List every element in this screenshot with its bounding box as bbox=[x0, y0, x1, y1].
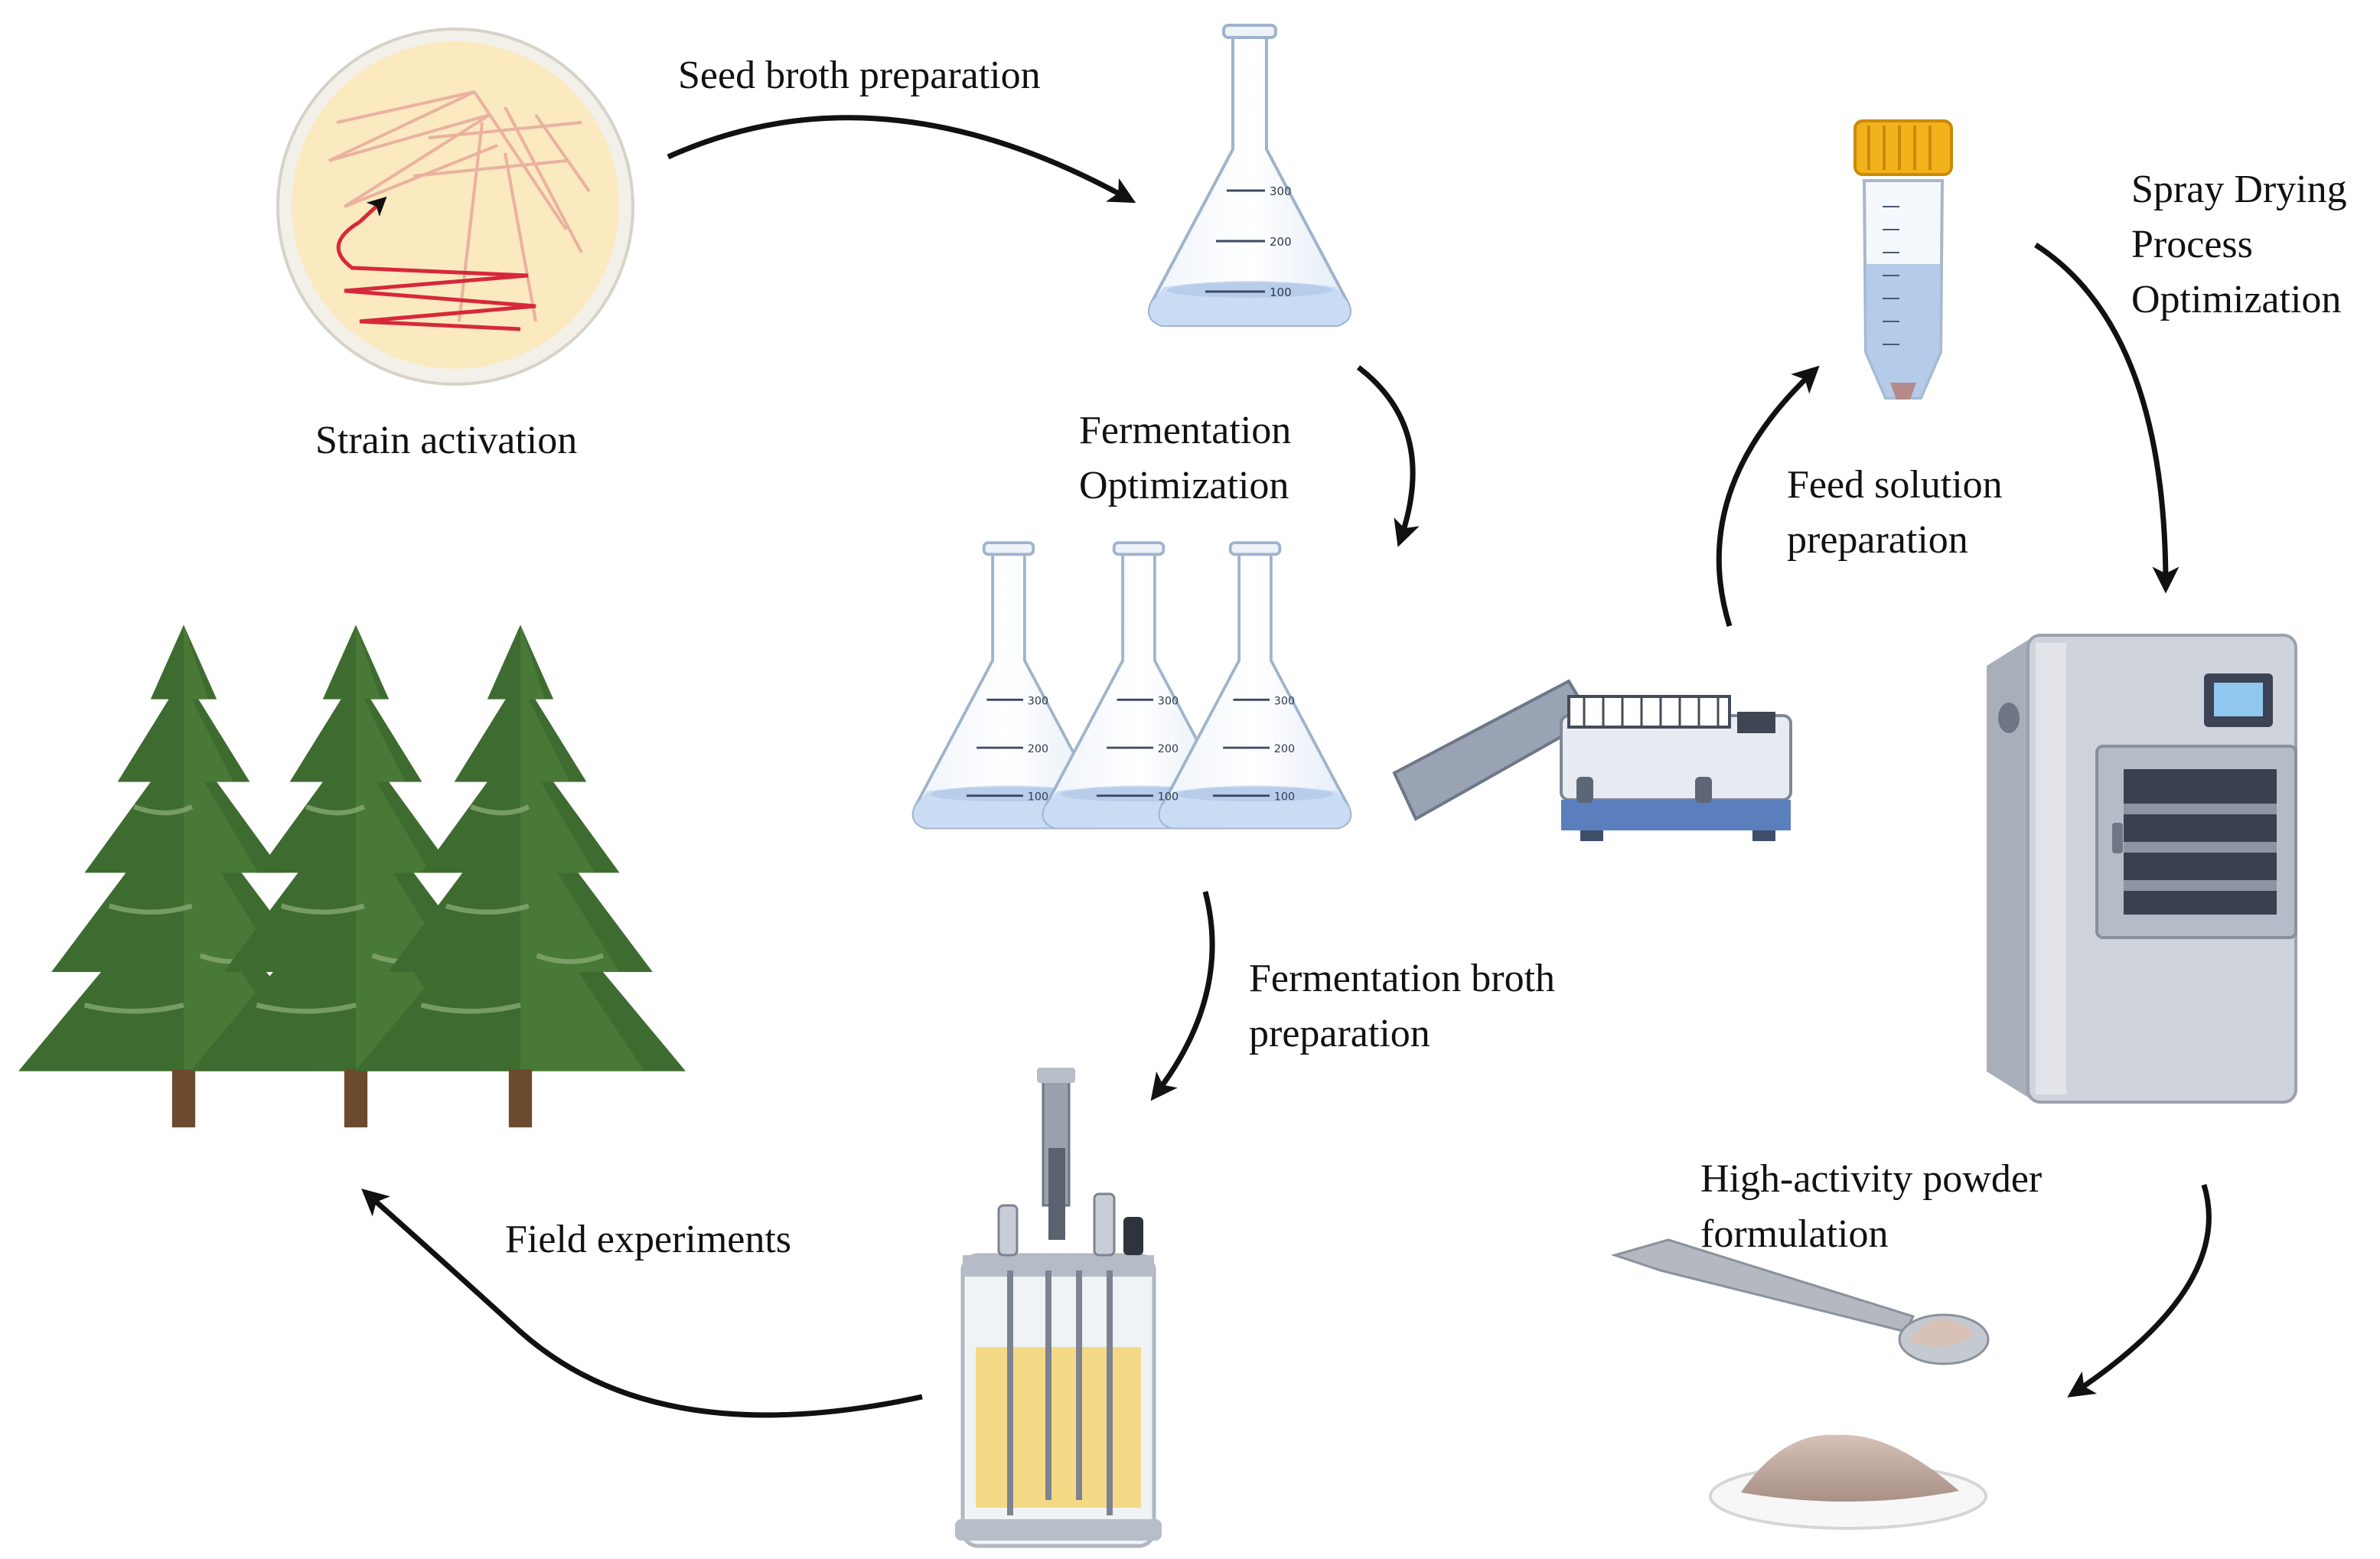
label-line: Spray Drying bbox=[2131, 168, 2347, 211]
arrow-powder bbox=[2067, 1183, 2212, 1398]
label-fermentation-optimization: Fermentation Optimization bbox=[1079, 403, 1291, 514]
arrow-spray-drying bbox=[2034, 243, 2179, 594]
label-line: Feed solution bbox=[1787, 463, 2003, 507]
label-line: Process bbox=[2131, 223, 2253, 266]
label-strain-activation: Strain activation bbox=[315, 419, 578, 462]
flow-arrows bbox=[361, 115, 2212, 1418]
label-feed-solution: Feed solution preparation bbox=[1787, 458, 2003, 568]
flask-graduation-label: 100 bbox=[1270, 285, 1292, 299]
arrow-field-experiments bbox=[361, 1189, 923, 1418]
flask-graduation-label: 300 bbox=[1270, 184, 1292, 198]
flask-graduation-label: 300 bbox=[1274, 695, 1295, 707]
arrow-fermentation-optimization bbox=[1356, 365, 1420, 547]
label-powder-formulation: High-activity powder formulation bbox=[1700, 1152, 2042, 1262]
powder-plate-icon bbox=[1709, 1434, 1987, 1530]
pine-tree-icon bbox=[18, 625, 686, 1127]
flask-graduation-label: 300 bbox=[1158, 695, 1179, 707]
label-line: Fermentation bbox=[1079, 409, 1292, 452]
flask-graduation-label: 200 bbox=[1028, 743, 1048, 755]
arrow-feed-solution bbox=[1716, 365, 1820, 628]
spatula-icon bbox=[1610, 1238, 1990, 1365]
label-field-experiments: Field experiments bbox=[505, 1218, 792, 1261]
bioreactor-icon bbox=[955, 1068, 1162, 1548]
label-line: formulation bbox=[1700, 1212, 1889, 1256]
label-line: High-activity powder bbox=[1700, 1157, 2043, 1201]
label-line: Fermentation broth bbox=[1249, 957, 1556, 1000]
label-line: Optimization bbox=[2131, 278, 2342, 321]
spray-dryer-icon bbox=[1987, 634, 2297, 1104]
label-spray-drying: Spray Drying Process Optimization bbox=[2131, 162, 2347, 328]
flask-graduation-label: 100 bbox=[1028, 791, 1048, 804]
label-line: preparation bbox=[1787, 518, 1968, 562]
centrifuge-tube-icon bbox=[1853, 119, 1953, 400]
flask-graduation-label: 100 bbox=[1158, 791, 1179, 804]
label-fermentation-broth: Fermentation broth preparation bbox=[1249, 951, 1555, 1062]
flask-graduation-label: 100 bbox=[1274, 791, 1295, 804]
shaker-incubator-icon bbox=[1392, 679, 1792, 841]
label-seed-broth: Seed broth preparation bbox=[678, 54, 1041, 97]
petri-dish-icon bbox=[276, 28, 634, 386]
flask-graduation-label: 200 bbox=[1274, 743, 1295, 755]
arrow-seed-broth bbox=[667, 115, 1136, 204]
arrow-fermentation-broth bbox=[1150, 891, 1215, 1101]
flask-graduation-label: 200 bbox=[1158, 743, 1179, 755]
flask-graduation-label: 300 bbox=[1028, 695, 1048, 707]
label-line: Optimization bbox=[1079, 464, 1289, 507]
flask-graduation-label: 200 bbox=[1270, 235, 1292, 249]
label-line: preparation bbox=[1249, 1012, 1430, 1055]
flask-group bbox=[911, 541, 1352, 830]
flask-icon bbox=[1147, 24, 1352, 327]
